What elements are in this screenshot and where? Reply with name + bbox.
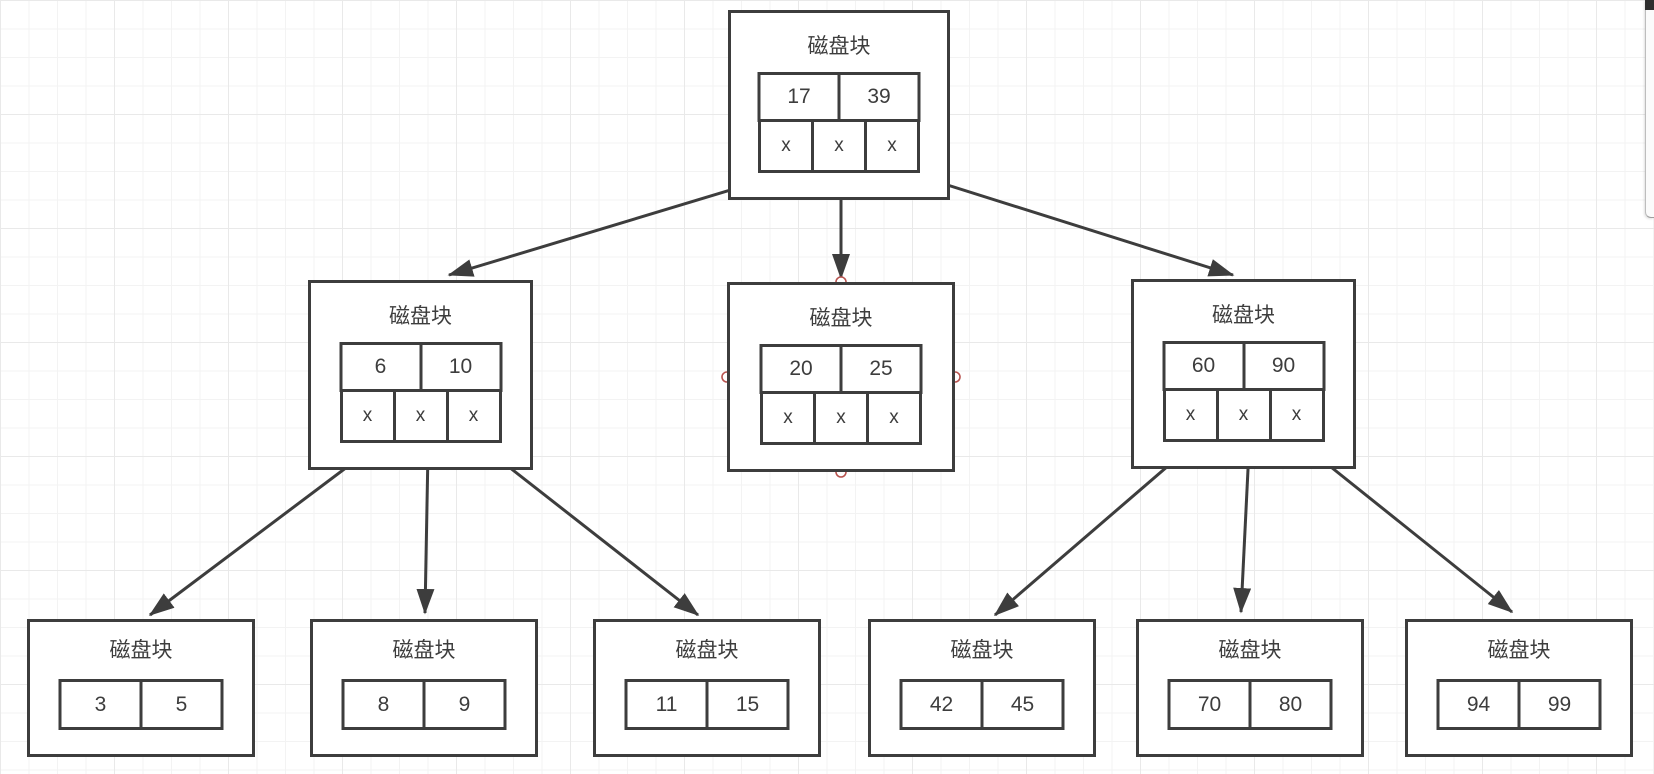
key-cell: 25 [839, 344, 923, 394]
key-row: 17 39 [757, 72, 921, 122]
key-cell: 39 [837, 72, 921, 122]
key-row: 11 15 [624, 679, 790, 730]
node-title: 磁盘块 [392, 639, 456, 662]
btree-node-leaf-5[interactable]: 磁盘块 70 80 [1136, 619, 1364, 757]
key-cell: 20 [759, 344, 843, 394]
key-cell: 11 [624, 679, 709, 730]
pointer-cell: x [1268, 388, 1325, 442]
side-panel-dark-cap [1645, 0, 1654, 10]
key-cell: 9 [422, 679, 507, 730]
btree-node-leaf-3[interactable]: 磁盘块 11 15 [593, 619, 821, 757]
pointer-cell: x [392, 389, 449, 443]
btree-node-leaf-4[interactable]: 磁盘块 42 45 [868, 619, 1096, 757]
key-cell: 94 [1436, 679, 1521, 730]
node-title: 磁盘块 [1218, 639, 1282, 662]
pointer-row: x x x [760, 391, 922, 445]
side-panel-fragment[interactable] [1645, 0, 1654, 218]
btree-node-mid-center[interactable]: 磁盘块 20 25 x x x [727, 282, 955, 472]
pointer-cell: x [811, 119, 867, 173]
node-title: 磁盘块 [807, 35, 871, 58]
pointer-row: x x x [758, 119, 920, 173]
edge-root-to-mid-right[interactable] [902, 169, 1235, 277]
pointer-cell: x [445, 389, 502, 443]
pointer-cell: x [760, 391, 816, 445]
key-cell: 6 [339, 342, 422, 392]
key-cell: 15 [705, 679, 790, 730]
key-cell: 10 [419, 342, 502, 392]
edge-mid-right-to-leaf-4[interactable] [993, 445, 1191, 617]
pointer-cell: x [339, 389, 396, 443]
key-cell: 99 [1517, 679, 1602, 730]
key-row: 3 5 [58, 679, 224, 730]
key-cell: 60 [1162, 341, 1245, 391]
key-row: 20 25 [759, 344, 923, 394]
btree-node-mid-left[interactable]: 磁盘块 6 10 x x x [308, 280, 533, 470]
key-cell: 70 [1167, 679, 1252, 730]
key-cell: 45 [980, 679, 1065, 730]
edge-mid-left-to-leaf-3[interactable] [485, 447, 700, 617]
edge-mid-left-to-leaf-1[interactable] [148, 447, 372, 617]
node-title: 磁盘块 [809, 307, 873, 330]
key-row: 8 9 [341, 679, 507, 730]
btree-node-leaf-1[interactable]: 磁盘块 3 5 [27, 619, 255, 757]
btree-node-leaf-2[interactable]: 磁盘块 8 9 [310, 619, 538, 757]
node-title: 磁盘块 [950, 639, 1014, 662]
node-title: 磁盘块 [109, 639, 173, 662]
btree-node-leaf-6[interactable]: 磁盘块 94 99 [1405, 619, 1633, 757]
btree-node-root[interactable]: 磁盘块 17 39 x x x [728, 10, 950, 200]
pointer-cell: x [813, 391, 869, 445]
node-title: 磁盘块 [389, 305, 452, 328]
pointer-cell: x [866, 391, 922, 445]
pointer-cell: x [1162, 388, 1219, 442]
btree-node-mid-right[interactable]: 磁盘块 60 90 x x x [1131, 279, 1356, 469]
pointer-row: x x x [1162, 388, 1325, 442]
pointer-cell: x [1215, 388, 1272, 442]
key-cell: 8 [341, 679, 426, 730]
node-title: 磁盘块 [675, 639, 739, 662]
key-row: 70 80 [1167, 679, 1333, 730]
key-row: 6 10 [339, 342, 502, 392]
node-title: 磁盘块 [1487, 639, 1551, 662]
key-cell: 3 [58, 679, 143, 730]
key-row: 42 45 [899, 679, 1065, 730]
key-cell: 17 [757, 72, 841, 122]
pointer-row: x x x [339, 389, 502, 443]
pointer-cell: x [758, 119, 814, 173]
key-row: 94 99 [1436, 679, 1602, 730]
key-cell: 5 [139, 679, 224, 730]
edge-mid-right-to-leaf-6[interactable] [1305, 445, 1514, 614]
edge-mid-right-to-leaf-5[interactable] [1233, 448, 1252, 614]
key-cell: 90 [1242, 341, 1325, 391]
edge-mid-left-to-leaf-2[interactable] [416, 450, 435, 615]
key-cell: 80 [1248, 679, 1333, 730]
key-cell: 42 [899, 679, 984, 730]
key-row: 60 90 [1162, 341, 1325, 391]
pointer-cell: x [864, 119, 920, 173]
node-title: 磁盘块 [1212, 304, 1275, 327]
